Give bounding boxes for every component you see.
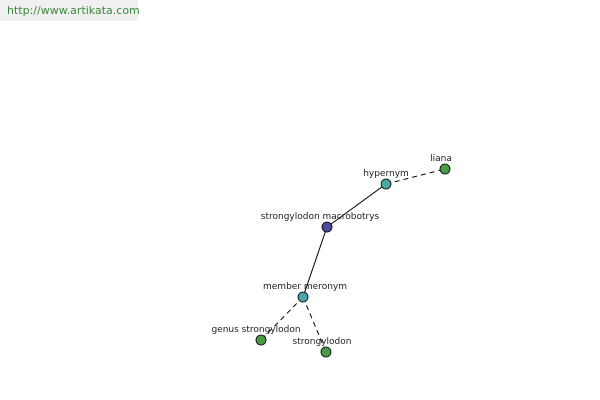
node-label-genus[interactable]: genus strongylodon — [211, 325, 300, 335]
node-member[interactable] — [297, 291, 309, 303]
node-strong[interactable] — [320, 346, 332, 358]
node-label-liana[interactable]: liana — [430, 154, 452, 164]
node-label-hypernym[interactable]: hypernym — [363, 169, 409, 179]
edge-hypernym-center — [326, 183, 387, 228]
edge-hypernym-liana — [385, 168, 446, 185]
node-liana[interactable] — [439, 163, 451, 175]
edge-member-genus — [260, 296, 304, 341]
node-label-member[interactable]: member meronym — [263, 282, 347, 292]
node-hypernym[interactable] — [380, 178, 392, 190]
node-genus[interactable] — [255, 334, 267, 346]
node-label-strong[interactable]: strongylodon — [293, 337, 352, 347]
watermark-link[interactable]: http://www.artikata.com — [0, 0, 140, 21]
node-center[interactable] — [321, 221, 333, 233]
node-label-center[interactable]: strongylodon macrobotrys — [261, 212, 380, 222]
edge-center-member — [302, 226, 328, 298]
edge-member-strong — [302, 296, 327, 353]
